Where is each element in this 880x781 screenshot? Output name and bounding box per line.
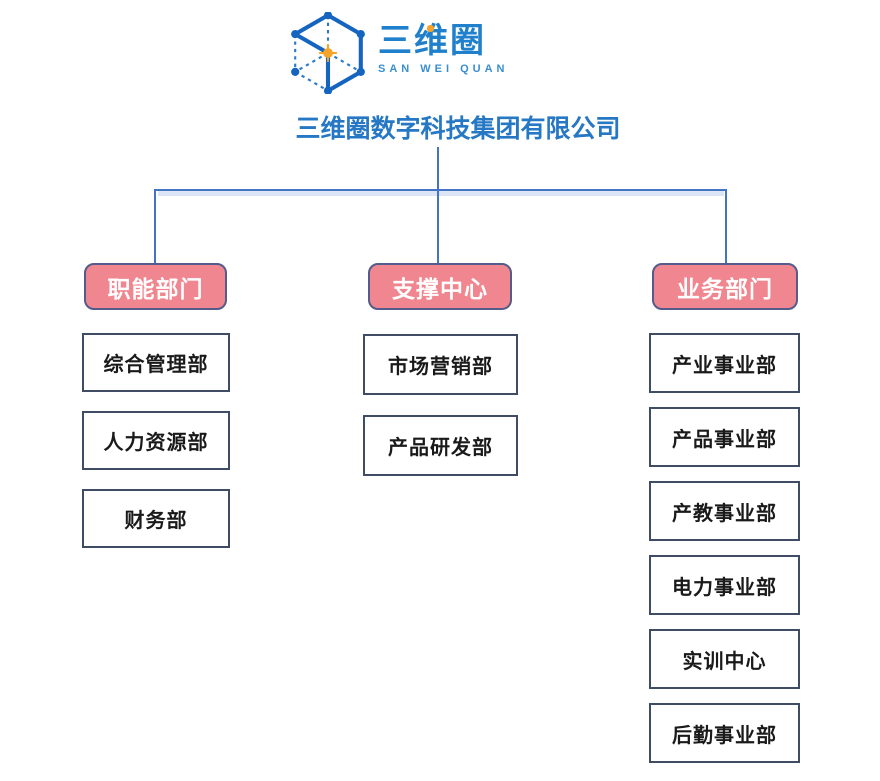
logo-name-en: SAN WEI QUAN [378,63,509,75]
group-header-support: 支撑中心 [368,263,512,310]
dept-box: 实训中心 [649,629,800,689]
dept-box: 电力事业部 [649,555,800,615]
dept-column-business: 产业事业部 产品事业部 产教事业部 电力事业部 实训中心 后勤事业部 [649,333,800,763]
dept-box: 产品事业部 [649,407,800,467]
dept-box: 产业事业部 [649,333,800,393]
company-title: 三维圈数字科技集团有限公司 [295,115,621,143]
dept-box: 人力资源部 [82,411,230,470]
logo-name-cn: 三维圈 [378,22,486,60]
group-header-functional: 职能部门 [84,263,227,310]
connector-shadow [158,191,724,196]
dept-box: 后勤事业部 [649,703,800,763]
logo-accent-dot [427,25,434,32]
dept-column-functional: 综合管理部 人力资源部 财务部 [82,333,230,548]
logo-wordmark: 三维圈 SAN WEI QUAN [378,22,509,75]
connector-drop-center [437,189,439,264]
dept-box: 产品研发部 [363,415,518,476]
dept-box: 产教事业部 [649,481,800,541]
cube-logo-icon [291,12,365,94]
connector-drop-left [154,189,156,264]
dept-box: 市场营销部 [363,334,518,395]
dept-column-support: 市场营销部 产品研发部 [363,334,518,476]
connector-title-stub [437,147,439,190]
connector-horizontal [155,189,727,191]
dept-box: 财务部 [82,489,230,548]
group-header-business: 业务部门 [652,263,798,310]
connector-drop-right [725,189,727,264]
dept-box: 综合管理部 [82,333,230,392]
